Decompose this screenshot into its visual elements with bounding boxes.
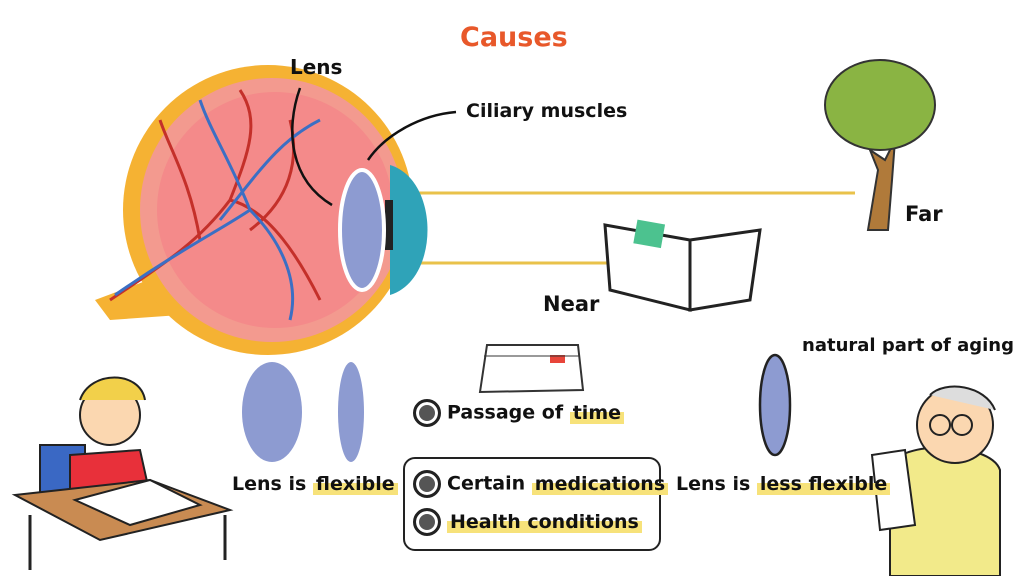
caption-text: Lens is [232,473,313,495]
bullet-icon [413,470,441,498]
lens-label: Lens [290,55,343,79]
flexible-lens-thin [338,362,364,462]
title: Causes [460,22,568,53]
cause-text: Passage of [447,401,570,424]
cause-health-conditions: Health conditions [413,508,642,536]
tree-icon [824,59,936,231]
bullet-icon [413,399,441,427]
near-label: Near [543,292,600,316]
calendar-icon [478,344,585,394]
cause-highlight: Health conditions [447,510,642,533]
book-icon [603,219,762,312]
cause-passage-of-time: Passage of time [413,399,624,427]
cause-highlight: medications [531,472,669,495]
caption-highlight: less flexible [756,473,891,495]
child-studying-icon [11,376,234,570]
flexible-lens-thick [242,362,302,462]
causes-box [403,457,661,551]
cause-text: Certain [447,472,532,495]
inflexible-lens [758,353,792,457]
eye-diagram [95,65,428,355]
aging-note: natural part of aging [802,335,1014,356]
cause-medications: Certain medications [413,470,669,498]
cause-highlight: time [569,401,624,424]
bullet-icon [413,508,441,536]
caption-highlight: flexible [312,473,398,495]
young-lens-caption: Lens is flexible [232,473,398,495]
far-label: Far [905,202,943,226]
elderly-man-icon [870,385,1001,576]
eye-lens [338,168,386,292]
caption-text: Lens is [676,473,757,495]
ciliary-muscles-label: Ciliary muscles [466,100,628,122]
old-lens-caption: Lens is less flexible [676,473,891,495]
